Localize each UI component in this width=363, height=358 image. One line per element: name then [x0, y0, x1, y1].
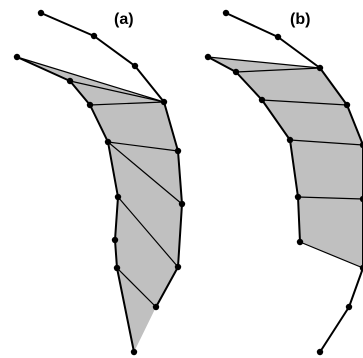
b-inner-vertex-1 — [232, 68, 240, 76]
a-link-3 — [107, 141, 179, 152]
b-link-0 — [207, 56, 321, 69]
a-outer-vertex-4 — [174, 147, 182, 155]
a-link-0 — [16, 56, 165, 103]
b-outer-vertex-0 — [222, 9, 230, 17]
a-link-4 — [107, 141, 183, 205]
b-inner-vertex-5 — [296, 238, 304, 246]
b-inner-vertex-0 — [204, 53, 212, 61]
a-inner-vertex-1 — [66, 77, 74, 85]
b-inner-curve — [207, 56, 301, 243]
a-link-2 — [89, 101, 165, 106]
b-filled-region — [208, 57, 363, 268]
b-outer-vertex-3 — [343, 101, 351, 109]
b-outer-vertex-6 — [359, 264, 363, 272]
b-link-5 — [299, 241, 363, 269]
b-link-2 — [261, 99, 348, 106]
b-outer-vertex-1 — [274, 33, 282, 41]
panel-a: (a) — [13, 9, 186, 356]
b-link-1 — [235, 67, 321, 73]
b-outer-vertex-2 — [316, 64, 324, 72]
a-link-6 — [116, 267, 157, 308]
a-inner-curve — [16, 56, 135, 353]
a-outer-vertex-0 — [37, 9, 45, 17]
a-inner-vertex-5 — [111, 236, 119, 244]
a-filled-region — [17, 57, 182, 352]
b-outer-vertex-8 — [316, 348, 324, 356]
a-inner-vertex-6 — [113, 264, 121, 272]
b-outer-vertex-5 — [359, 195, 363, 203]
b-inner-vertex-2 — [258, 96, 266, 104]
a-outer-vertex-5 — [178, 200, 186, 208]
panel-b: (b) — [204, 9, 363, 356]
b-inner-vertex-3 — [286, 136, 294, 144]
a-inner-vertex-3 — [104, 138, 112, 146]
b-link-4 — [297, 196, 363, 200]
a-inner-vertex-7 — [130, 348, 138, 356]
a-outer-vertex-6 — [174, 263, 182, 271]
b-outer-curve — [225, 12, 363, 353]
b-inner-vertex-4 — [294, 193, 302, 201]
a-outer-vertex-1 — [90, 32, 98, 40]
a-outer-vertex-3 — [160, 98, 168, 106]
panel-a-label: (a) — [114, 11, 134, 28]
a-inner-vertex-0 — [13, 53, 21, 61]
a-link-5 — [117, 196, 179, 268]
a-outer-vertex-2 — [131, 62, 139, 70]
a-link-1 — [69, 80, 165, 103]
a-inner-vertex-2 — [86, 101, 94, 109]
b-link-3 — [289, 139, 363, 146]
a-outer-vertex-7 — [152, 303, 160, 311]
b-outer-vertex-7 — [345, 303, 353, 311]
a-inner-vertex-4 — [114, 193, 122, 201]
b-outer-vertex-4 — [359, 141, 363, 149]
panel-b-label: (b) — [290, 11, 310, 28]
a-outer-curve — [40, 12, 183, 308]
